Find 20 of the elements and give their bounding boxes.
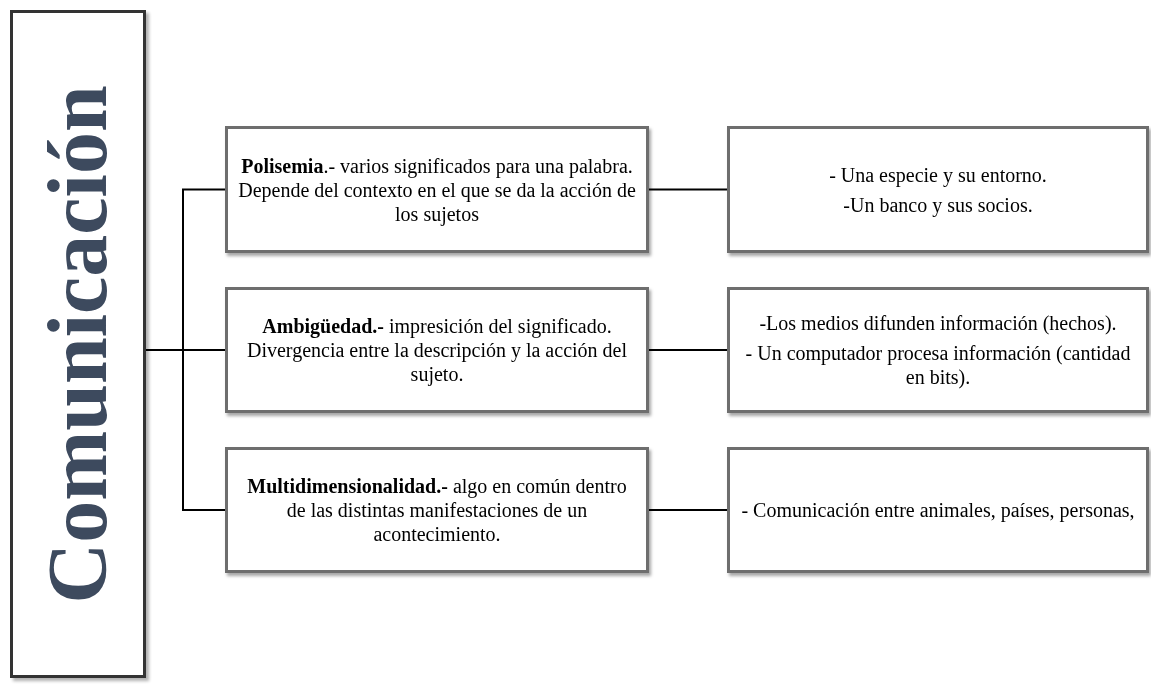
text: Polisemia.- varios significados para una palabra. Depende del contexto en el que se da la acción de los sujetos	[238, 153, 636, 226]
text-box	[727, 287, 1149, 413]
text-box	[225, 447, 649, 573]
title-bar	[10, 10, 146, 678]
connector-line	[145, 349, 226, 511]
text: - Comunicación entre animales, países, personas,	[741, 498, 1135, 522]
text: - Una especie y su entorno.	[829, 162, 1047, 187]
connector-line	[648, 509, 728, 511]
text-box	[727, 126, 1149, 253]
vertical-title: Comunicación	[29, 85, 125, 603]
text: Ambigüedad.- impresición del significado. Divergencia entre la descripción y la acción del sujeto.	[246, 314, 628, 386]
text-box	[225, 126, 649, 253]
text: Multidimensionalidad.- algo en común dentro de las distintas manifestaciones de un acontecimiento.	[246, 474, 628, 546]
text: -Los medios difunden información (hechos).	[759, 311, 1117, 335]
connector-line	[648, 188, 728, 191]
text: -Un banco y sus socios.	[843, 192, 1033, 217]
text: - Un computador procesa información (cantidad en bits).	[744, 341, 1132, 389]
text-box	[225, 287, 649, 413]
connector-line	[648, 349, 728, 351]
text-box	[727, 447, 1149, 573]
